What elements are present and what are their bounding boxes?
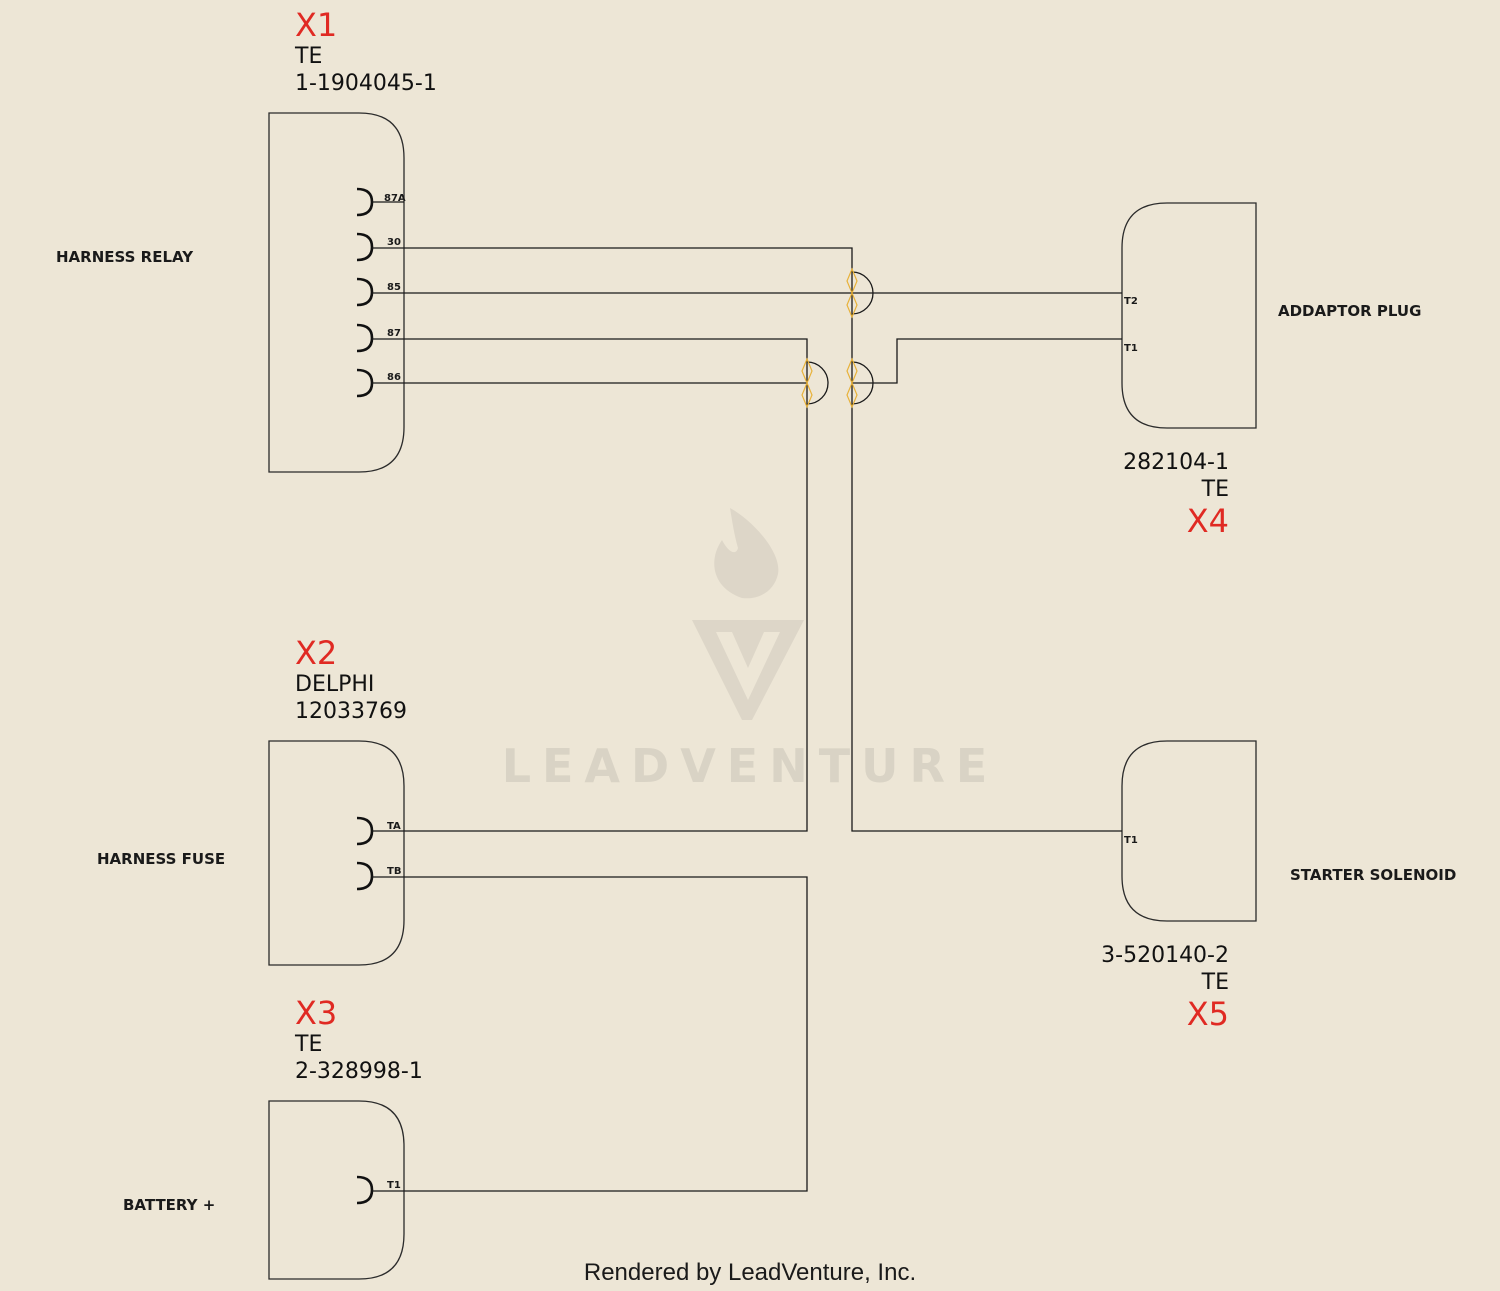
x1-terminal-85 xyxy=(356,277,374,307)
v-logo-icon xyxy=(692,620,804,720)
x1-terminal-30 xyxy=(356,232,374,262)
connector-x5-housing xyxy=(1121,740,1257,922)
x1-pin-87a-label: 87A xyxy=(384,193,406,204)
x2-terminal-ta xyxy=(356,816,374,846)
x2-terminal-tb xyxy=(356,861,374,891)
connector-x2: X2 DELPHI 12033769 HARNESS FUSE TA TB xyxy=(97,634,407,966)
connector-x3-part: 2-328998-1 xyxy=(295,1059,423,1084)
component-addaptor-plug: ADDAPTOR PLUG xyxy=(1278,302,1421,320)
connector-x1-maker: TE xyxy=(294,44,322,69)
connector-x4-id: X4 xyxy=(1187,502,1229,540)
x1-pin-85-label: 85 xyxy=(387,282,401,293)
flame-logo-icon xyxy=(714,508,779,599)
connector-x1: X1 TE 1-1904045-1 HARNESS RELAY 87A 30 8… xyxy=(56,6,437,473)
watermark: LEADVENTURE xyxy=(502,508,999,793)
x2-pin-ta-label: TA xyxy=(387,821,401,832)
connector-x2-id: X2 xyxy=(295,634,337,672)
connector-x1-id: X1 xyxy=(295,6,337,44)
crossing-marker xyxy=(846,267,858,319)
connector-x2-housing xyxy=(268,740,405,966)
x1-pin-87-label: 87 xyxy=(387,328,401,339)
component-starter-solenoid: STARTER SOLENOID xyxy=(1290,866,1456,884)
x1-pin-86-label: 86 xyxy=(387,372,401,383)
connector-x1-part: 1-1904045-1 xyxy=(295,71,437,96)
crossing-markers xyxy=(801,267,858,409)
x4-pin-t1-label: T1 xyxy=(1124,343,1138,354)
x5-pin-t1-label: T1 xyxy=(1124,835,1138,846)
wire-x2-tb-to-x3-t1 xyxy=(372,876,808,1192)
component-harness-relay: HARNESS RELAY xyxy=(56,248,194,266)
component-harness-fuse: HARNESS FUSE xyxy=(97,850,225,868)
crossing-marker xyxy=(801,357,813,409)
connector-x5-id: X5 xyxy=(1187,995,1229,1033)
x3-pin-t1-label: T1 xyxy=(387,1180,401,1191)
component-battery-plus: BATTERY + xyxy=(123,1196,215,1214)
connector-x1-housing xyxy=(268,112,405,473)
x4-pin-t2-label: T2 xyxy=(1124,296,1138,307)
wires xyxy=(372,247,1122,1192)
x3-terminal-t1 xyxy=(356,1175,374,1205)
wire-x1-30-to-x5-t1 xyxy=(372,247,1122,832)
connector-x5-maker: TE xyxy=(1201,970,1229,995)
x1-terminal-86 xyxy=(356,368,374,398)
x1-terminal-87 xyxy=(356,323,374,353)
connector-x4-maker: TE xyxy=(1201,477,1229,502)
connector-x2-part: 12033769 xyxy=(295,699,407,724)
connector-x3-id: X3 xyxy=(295,994,337,1032)
x1-terminal-87a xyxy=(356,187,374,217)
x2-pin-tb-label: TB xyxy=(387,866,401,877)
connector-x5-part: 3-520140-2 xyxy=(1101,943,1229,968)
connector-x4-part: 282104-1 xyxy=(1123,450,1229,475)
connector-x3: X3 TE 2-328998-1 BATTERY + T1 xyxy=(123,994,423,1280)
wire-x1-86-to-x4-t1 xyxy=(372,338,1122,405)
footer-credit: Rendered by LeadVenture, Inc. xyxy=(584,1259,916,1286)
connector-x3-housing xyxy=(268,1100,405,1280)
connector-x3-maker: TE xyxy=(294,1032,322,1057)
connector-x5: T1 STARTER SOLENOID 3-520140-2 TE X5 xyxy=(1101,740,1456,1033)
wire-x1-87-to-x2-ta xyxy=(372,338,808,832)
watermark-text: LEADVENTURE xyxy=(502,739,999,793)
x1-pin-30-label: 30 xyxy=(387,237,401,248)
connector-x4-housing xyxy=(1121,202,1257,429)
wire-x1-85-to-x4-t2 xyxy=(372,271,1122,315)
connector-x4: T2 T1 ADDAPTOR PLUG 282104-1 TE X4 xyxy=(1121,202,1421,540)
crossing-marker xyxy=(846,357,858,409)
connector-x2-maker: DELPHI xyxy=(295,672,374,697)
